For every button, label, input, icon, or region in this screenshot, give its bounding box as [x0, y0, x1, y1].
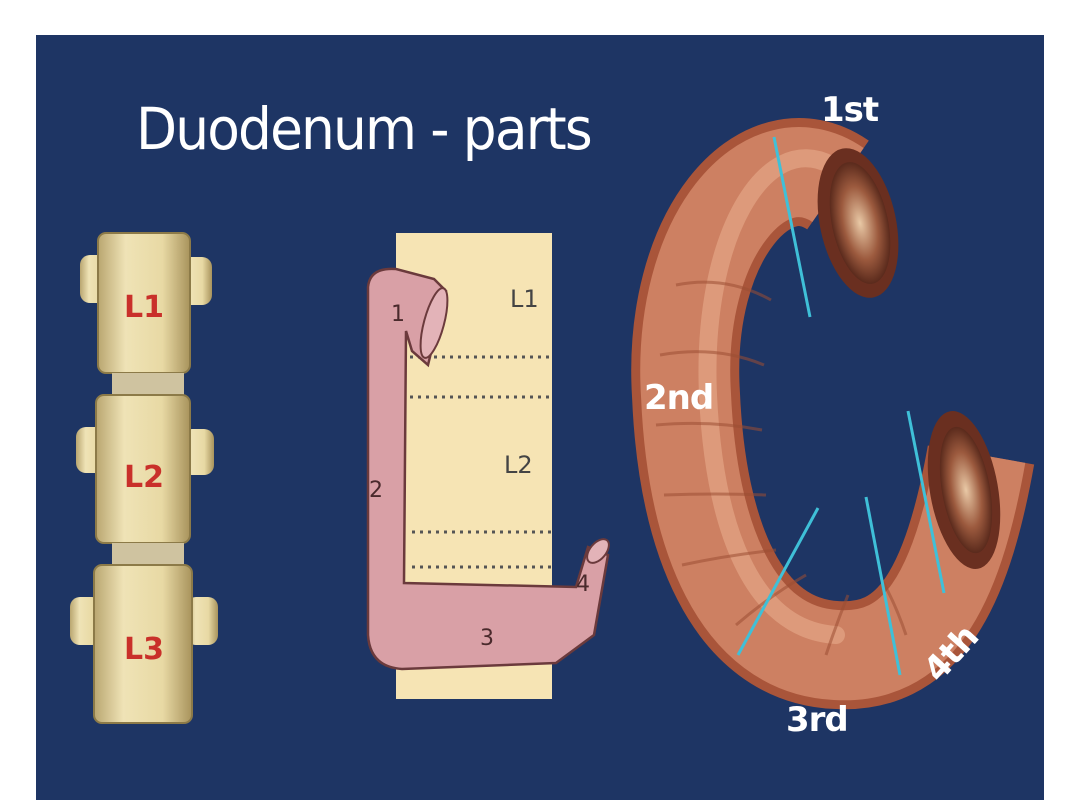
schematic-level-l1: L1 — [510, 285, 539, 313]
schematic-jejunum-end — [586, 538, 610, 564]
vertebra-l3-right-process — [186, 597, 218, 645]
slide: Duodenum - parts — [36, 35, 1044, 800]
part-label-2nd: 2nd — [644, 378, 714, 418]
vertebra-l2: L2 — [76, 394, 214, 544]
divider-fourth-end — [906, 410, 946, 594]
divider-third-fourth — [864, 496, 902, 676]
vertebra-l3-body — [93, 564, 193, 724]
schematic-part-1: 1 — [391, 302, 405, 327]
schematic-pylorus-end — [419, 287, 449, 359]
vertebra-l2-label: L2 — [124, 460, 164, 495]
duodenum-c-loop — [631, 118, 1035, 710]
divider-first-second — [772, 136, 812, 318]
intervertebral-disc-2 — [112, 543, 184, 565]
duodenum-folds — [655, 280, 908, 656]
duodenum-proximal-lumen — [829, 162, 891, 284]
schematic-part-4: 4 — [576, 572, 590, 597]
vertebra-l3-label: L3 — [124, 632, 164, 667]
schematic-level-l2: L2 — [504, 451, 533, 479]
vertebra-l1-label: L1 — [124, 290, 164, 325]
schematic-duodenum-tube — [366, 267, 610, 671]
schematic-diagram: L1 L2 1 2 3 4 — [366, 233, 610, 699]
schematic-part-3: 3 — [480, 626, 494, 651]
duodenum-highlight — [698, 149, 845, 644]
vertebra-l3: L3 — [70, 564, 218, 724]
part-label-3rd: 3rd — [786, 700, 849, 740]
duodenum-illustration: L1 L2 L3 — [70, 118, 1035, 724]
duodenum-distal-lumen — [939, 426, 993, 554]
intervertebral-disc-1 — [112, 373, 184, 395]
divider-second-third — [736, 507, 820, 656]
part-label-1st: 1st — [821, 90, 879, 130]
schematic-part-2: 2 — [369, 478, 383, 503]
vertebra-l1: L1 — [80, 232, 212, 374]
slide-title: Duodenum - parts — [136, 95, 593, 163]
vertebral-column: L1 L2 L3 — [70, 232, 218, 724]
